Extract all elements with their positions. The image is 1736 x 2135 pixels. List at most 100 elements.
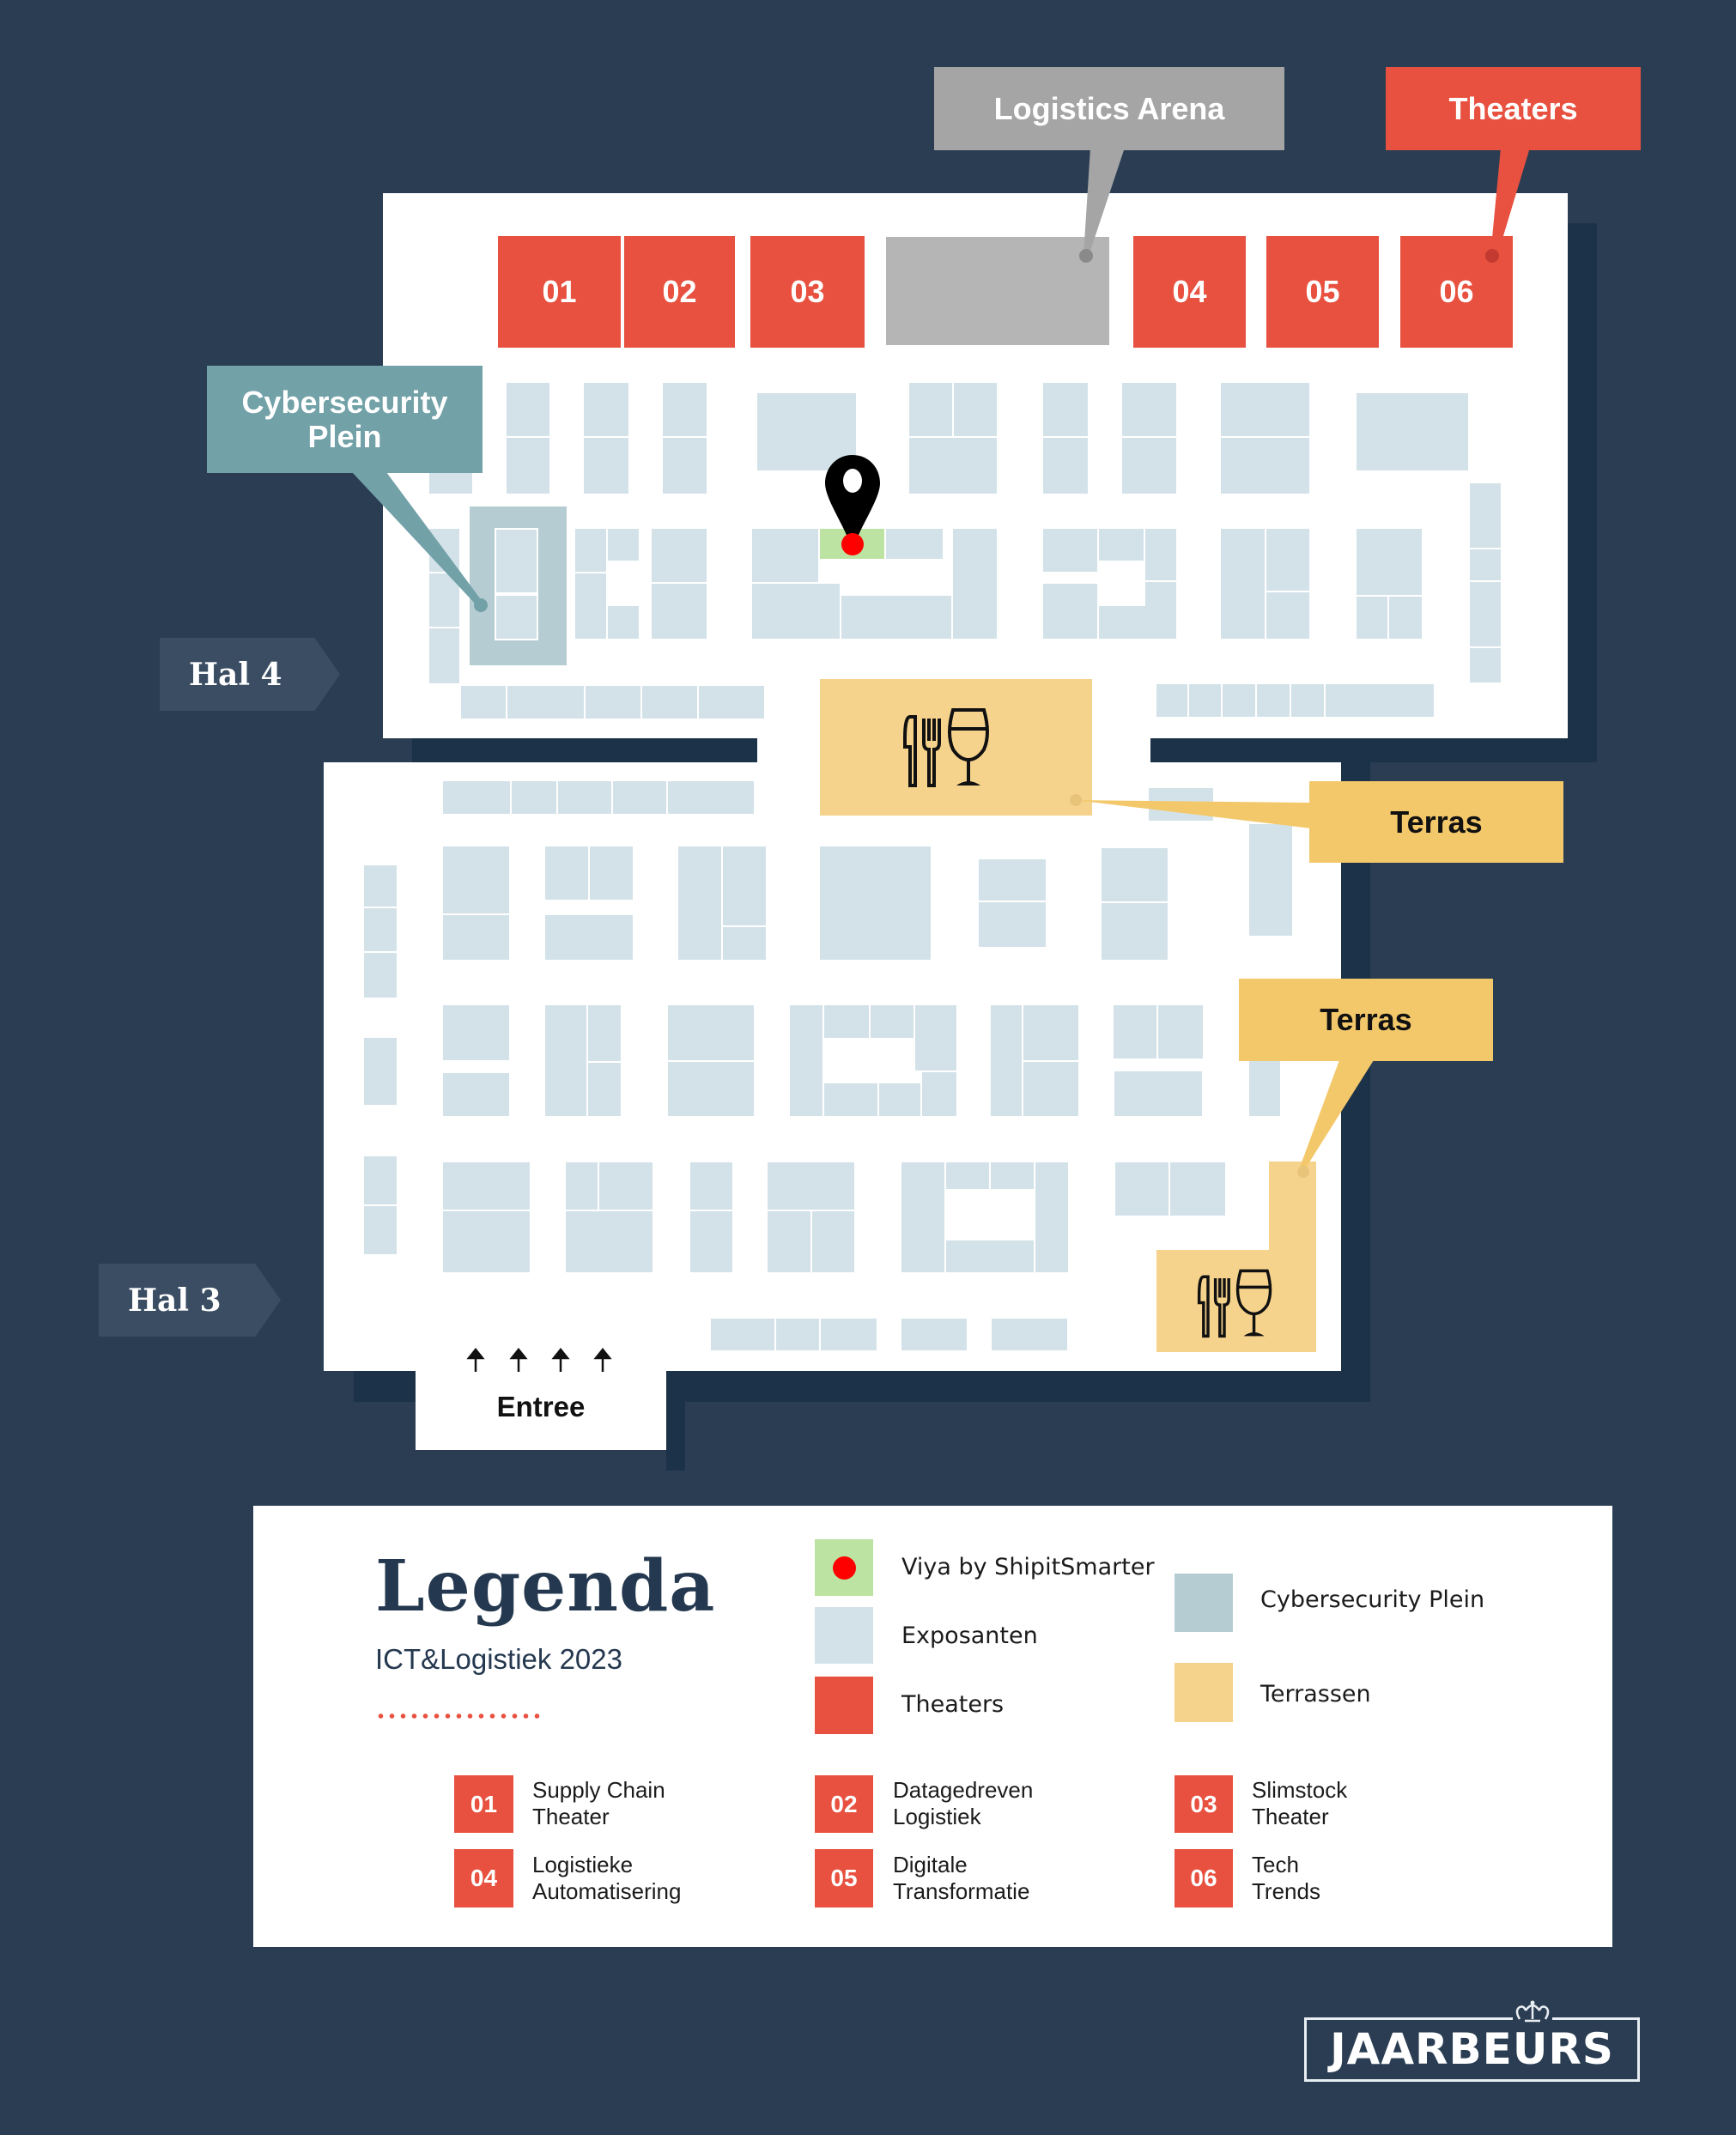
exhibitor-booth[interactable]	[946, 1162, 989, 1189]
exhibitor-booth[interactable]	[1221, 438, 1309, 494]
exhibitor-booth[interactable]	[566, 1211, 653, 1272]
exhibitor-booth[interactable]	[901, 1162, 944, 1272]
exhibitor-booth[interactable]	[723, 927, 766, 960]
exhibitor-booth[interactable]	[364, 953, 397, 998]
exhibitor-booth[interactable]	[364, 908, 397, 951]
exhibitor-booth[interactable]	[584, 438, 628, 494]
exhibitor-booth[interactable]	[1357, 529, 1422, 595]
exhibitor-booth[interactable]	[507, 383, 549, 436]
theater-06[interactable]: 06	[1400, 236, 1513, 348]
exhibitor-booth[interactable]	[1223, 684, 1255, 717]
exhibitor-booth[interactable]	[1043, 584, 1097, 639]
exhibitor-booth[interactable]	[1249, 824, 1292, 936]
exhibitor-booth[interactable]	[886, 529, 943, 559]
exhibitor-booth[interactable]	[364, 865, 397, 907]
exhibitor-booth[interactable]	[608, 606, 639, 639]
exhibitor-booth[interactable]	[922, 1072, 956, 1116]
exhibitor-booth[interactable]	[668, 1005, 754, 1060]
exhibitor-booth[interactable]	[752, 529, 818, 582]
exhibitor-booth[interactable]	[590, 846, 633, 900]
exhibitor-booth[interactable]	[690, 1211, 732, 1272]
exhibitor-booth[interactable]	[1470, 648, 1501, 682]
exhibitor-booth[interactable]	[768, 1211, 810, 1272]
exhibitor-booth[interactable]	[545, 846, 588, 900]
exhibitor-booth[interactable]	[1102, 848, 1168, 901]
exhibitor-booth[interactable]	[1115, 1162, 1168, 1216]
exhibitor-booth[interactable]	[1023, 1005, 1078, 1060]
exhibitor-booth[interactable]	[443, 1162, 530, 1210]
exhibitor-booth[interactable]	[790, 1005, 822, 1116]
exhibitor-booth[interactable]	[1257, 684, 1290, 717]
exhibitor-booth[interactable]	[979, 859, 1046, 901]
exhibitor-booth[interactable]	[558, 781, 611, 814]
exhibitor-booth[interactable]	[1470, 582, 1501, 646]
exhibitor-booth[interactable]	[1043, 529, 1097, 572]
exhibitor-booth[interactable]	[1122, 383, 1176, 436]
exhibitor-booth[interactable]	[1357, 597, 1387, 639]
exhibitor-booth[interactable]	[879, 1083, 920, 1116]
exhibitor-booth[interactable]	[1099, 529, 1144, 561]
exhibitor-booth[interactable]	[1170, 1162, 1225, 1216]
exhibitor-booth[interactable]	[668, 781, 754, 814]
terras-callout-2[interactable]: Terras	[1239, 979, 1493, 1061]
exhibitor-booth[interactable]	[776, 1319, 819, 1350]
exhibitor-booth[interactable]	[1156, 684, 1187, 717]
exhibitor-booth[interactable]	[443, 1005, 509, 1060]
exhibitor-booth[interactable]	[991, 1005, 1022, 1116]
exhibitor-booth[interactable]	[1326, 684, 1434, 717]
exhibitor-booth[interactable]	[1470, 483, 1501, 548]
exhibitor-booth[interactable]	[824, 1083, 877, 1116]
exhibitor-booth[interactable]	[1266, 529, 1309, 591]
exhibitor-booth[interactable]	[953, 529, 997, 639]
exhibitor-booth[interactable]	[495, 528, 538, 594]
exhibitor-booth[interactable]	[443, 846, 509, 913]
exhibitor-booth[interactable]	[824, 1005, 869, 1038]
location-pin-icon[interactable]	[822, 453, 883, 558]
exhibitor-booth[interactable]	[507, 438, 549, 494]
exhibitor-booth[interactable]	[1158, 1005, 1203, 1058]
exhibitor-booth[interactable]	[1266, 592, 1309, 639]
exhibitor-booth[interactable]	[599, 1162, 653, 1210]
exhibitor-booth[interactable]	[461, 686, 506, 719]
theater-04[interactable]: 04	[1133, 236, 1246, 348]
exhibitor-booth[interactable]	[443, 781, 510, 814]
exhibitor-booth[interactable]	[678, 846, 721, 960]
exhibitor-booth[interactable]	[584, 383, 628, 436]
exhibitor-booth[interactable]	[1035, 1162, 1068, 1272]
exhibitor-booth[interactable]	[946, 1240, 1034, 1272]
exhibitor-booth[interactable]	[821, 1319, 877, 1350]
exhibitor-booth[interactable]	[820, 846, 931, 960]
exhibitor-booth[interactable]	[1099, 606, 1176, 639]
exhibitor-booth[interactable]	[1102, 903, 1168, 960]
exhibitor-booth[interactable]	[690, 1162, 732, 1210]
exhibitor-booth[interactable]	[495, 594, 538, 640]
exhibitor-booth[interactable]	[1114, 1071, 1202, 1116]
terras-area-1[interactable]	[820, 679, 1092, 816]
exhibitor-booth[interactable]	[915, 1005, 956, 1071]
theater-02[interactable]: 02	[621, 236, 735, 348]
exhibitor-booth[interactable]	[545, 915, 633, 960]
exhibitor-booth[interactable]	[812, 1211, 854, 1272]
exhibitor-booth[interactable]	[909, 438, 997, 494]
exhibitor-booth[interactable]	[652, 529, 707, 582]
exhibitor-booth[interactable]	[1043, 438, 1088, 494]
exhibitor-booth[interactable]	[575, 573, 606, 639]
exhibitor-booth[interactable]	[752, 584, 840, 639]
exhibitor-booth[interactable]	[768, 1162, 854, 1210]
exhibitor-booth[interactable]	[588, 1005, 621, 1061]
exhibitor-booth[interactable]	[512, 781, 556, 814]
exhibitor-booth[interactable]	[1291, 684, 1324, 717]
exhibitor-booth[interactable]	[1114, 1005, 1156, 1058]
exhibitor-booth[interactable]	[1357, 393, 1468, 470]
terras-area-2-base[interactable]	[1156, 1250, 1316, 1352]
exhibitor-booth[interactable]	[901, 1319, 967, 1350]
exhibitor-booth[interactable]	[1221, 529, 1265, 639]
exhibitor-booth[interactable]	[586, 686, 640, 719]
exhibitor-booth[interactable]	[613, 781, 666, 814]
exhibitor-booth[interactable]	[954, 383, 997, 436]
exhibitor-booth[interactable]	[652, 584, 707, 639]
exhibitor-booth[interactable]	[991, 1162, 1034, 1189]
exhibitor-booth[interactable]	[1122, 438, 1176, 494]
exhibitor-booth[interactable]	[663, 438, 707, 494]
exhibitor-booth[interactable]	[979, 902, 1046, 947]
